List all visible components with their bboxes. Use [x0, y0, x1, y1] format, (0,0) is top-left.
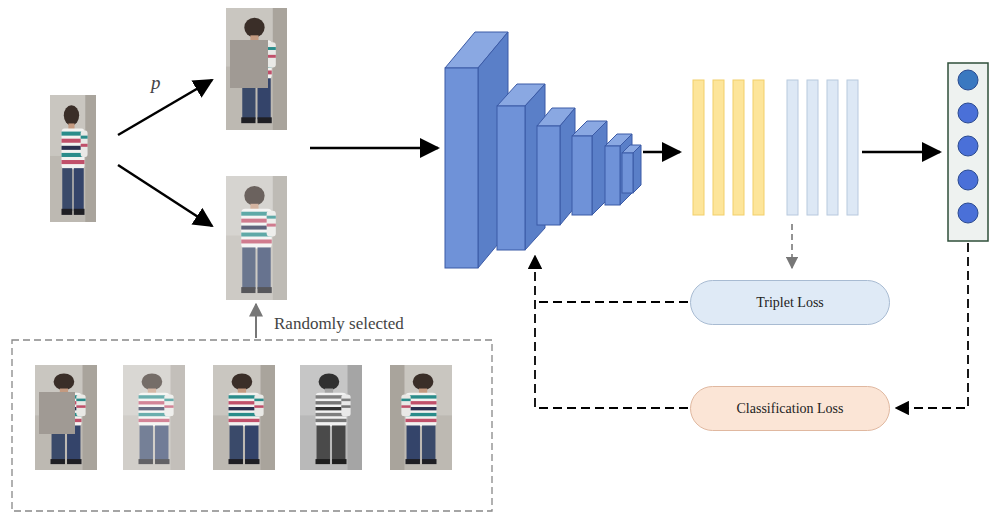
loss-label: Classification Loss	[737, 401, 844, 417]
augmentation-pool	[12, 340, 492, 511]
flow-arrow	[862, 151, 940, 154]
annotation-label: Randomly selected	[272, 314, 406, 334]
pool-image	[213, 365, 275, 470]
augmented-image	[226, 176, 287, 300]
pool-image	[390, 365, 452, 470]
pool-image	[123, 365, 185, 470]
output-layer	[948, 63, 988, 241]
selection-arrow	[255, 304, 257, 338]
erased-image	[226, 8, 287, 130]
loss-box: Triplet Loss	[690, 280, 890, 325]
backprop-line	[535, 301, 688, 303]
loss-label: Triplet Loss	[756, 295, 824, 311]
loss-box: Classification Loss	[690, 386, 890, 431]
loss-arrow	[791, 224, 793, 268]
branch-arrow	[118, 165, 212, 226]
loss-arrow	[896, 243, 968, 408]
cnn-backbone	[445, 32, 641, 268]
pool-image	[300, 365, 362, 470]
flow-arrow	[643, 151, 680, 154]
feature-vector	[693, 80, 858, 215]
flow-arrow	[310, 147, 438, 150]
input-image	[50, 95, 96, 222]
branch-arrow	[118, 80, 212, 135]
probability-label: p	[149, 72, 163, 94]
backprop-line	[535, 256, 688, 408]
pool-image	[35, 365, 97, 470]
